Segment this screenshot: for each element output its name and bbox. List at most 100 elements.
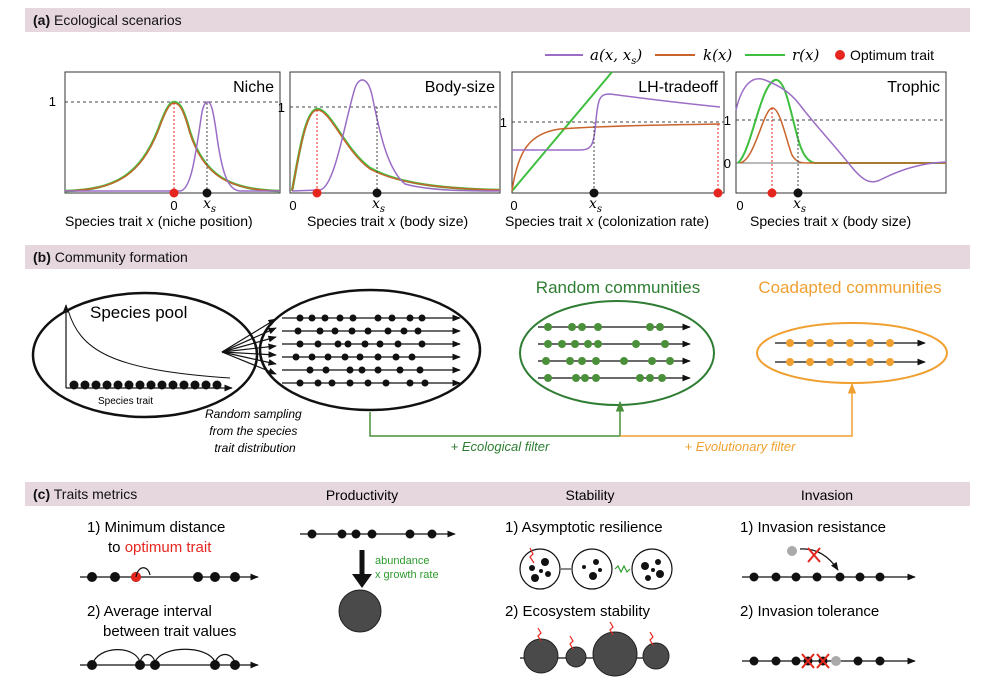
stability-biomass-4 (642, 642, 670, 670)
panel-lh-tradeoff-xtick0: 0 (510, 198, 517, 213)
trait-dot (110, 572, 120, 582)
sampled-species-dot (358, 366, 366, 374)
resident-dot (749, 572, 759, 582)
species-dot (91, 380, 101, 390)
panel-niche-ytick: 1 (49, 94, 56, 109)
random-species-dot (571, 340, 579, 348)
panel-niche-xs-label: xs (203, 196, 216, 215)
random-species-dot (661, 340, 669, 348)
panel-lh-tradeoff-ytick: 1 (500, 115, 507, 130)
resilience-circle-2 (571, 548, 613, 590)
trait-dot (337, 529, 347, 539)
panel-lh-tradeoff-r-curve (511, 71, 613, 192)
species-dot (201, 380, 211, 390)
community-formation: Species pool Species trait Random sampli… (31, 278, 948, 455)
species-dot (212, 380, 222, 390)
random-species-dot (572, 374, 580, 382)
sampled-species-dot (406, 379, 414, 387)
sampling-arrow (221, 351, 277, 358)
stability-biomass-3 (592, 631, 638, 677)
panel-trophic-ytick0: 0 (724, 156, 731, 171)
ecological-filter-line (369, 400, 625, 437)
trait-dot (230, 572, 240, 582)
sampled-species-dot (364, 327, 372, 335)
random-species-dot (592, 357, 600, 365)
sampled-species-dot (349, 314, 357, 322)
invasion-item2: 2) Invasion tolerance (740, 603, 879, 620)
species-dot (168, 380, 178, 390)
panel-niche-xtick0: 0 (170, 198, 177, 213)
random-species-dot (646, 374, 654, 382)
coadapted-species-dot (806, 358, 814, 366)
random-species-dot (594, 340, 602, 348)
species-dot (113, 380, 123, 390)
invasion-title: Invasion (801, 487, 853, 503)
resident-dot (812, 572, 822, 582)
sampled-species-dot (344, 340, 352, 348)
sampled-species-dot (334, 340, 342, 348)
coadapted-communities-title: Coadapted communities (758, 278, 941, 297)
random-communities-title: Random communities (536, 278, 700, 297)
random-species-dot (581, 374, 589, 382)
species-dot (124, 380, 134, 390)
traits-metrics: Productivity Stability Invasion 1) Minim… (80, 487, 916, 677)
coadapted-communities (775, 339, 926, 366)
resident-dot (835, 572, 845, 582)
coadapted-species-dot (786, 358, 794, 366)
resident-dot (853, 656, 863, 666)
resident-dot (749, 656, 759, 666)
coadapted-species-dot (866, 358, 874, 366)
sampling-arrow (221, 327, 277, 353)
resilience-perturbation-icon (529, 547, 535, 564)
sampled-species-dot (384, 327, 392, 335)
resident-dot (875, 572, 885, 582)
sampled-species-dot (308, 353, 316, 361)
random-communities-ellipse (519, 300, 715, 406)
panel-lh-tradeoff-a-curve (512, 93, 721, 151)
panel-niche-r-curve (64, 100, 281, 193)
avg-interval-arcs (91, 648, 236, 666)
panel-lh-tradeoff-xs-label: xs (589, 196, 602, 215)
random-communities (538, 323, 691, 382)
panel-body-size-k-curve (291, 109, 501, 192)
panel-niche-a-curve (65, 101, 280, 192)
sampled-species-dot (348, 327, 356, 335)
trait-dot (427, 529, 437, 539)
sampled-species-dot (382, 379, 390, 387)
resident-dot (855, 572, 865, 582)
species-pool-title: Species pool (90, 303, 187, 322)
sampled-species-dot (306, 366, 314, 374)
sampled-species-dot (418, 340, 426, 348)
random-species-dot (558, 340, 566, 348)
sampled-species-dot (374, 314, 382, 322)
stability-title: Stability (565, 487, 614, 503)
panel-body-size-xtick0: 0 (289, 198, 296, 213)
panel-niche-title: Niche (233, 79, 274, 96)
panel-trophic-ytick1: 1 (724, 113, 731, 128)
panel-trophic-opt-marker (767, 188, 777, 198)
random-species-dot (658, 374, 666, 382)
trait-dot (367, 529, 377, 539)
random-species-dot (636, 374, 644, 382)
random-species-dot (594, 323, 602, 331)
species-pool-dots (69, 380, 222, 390)
trait-dot (307, 529, 317, 539)
coadapted-species-dot (886, 339, 894, 347)
sampled-species-dot (292, 353, 300, 361)
panel-body-size-frame (289, 71, 501, 194)
random-species-dot (620, 357, 628, 365)
min-distance-line1: 1) Minimum distance (87, 519, 225, 536)
section-c-title: Traits metrics (53, 486, 138, 502)
panel-niche-k-curve (64, 102, 281, 192)
sampled-species-dot (361, 340, 369, 348)
species-dot (80, 380, 90, 390)
panel-lh-tradeoff-k-curve (511, 123, 721, 192)
sampled-species-dot (346, 366, 354, 374)
stability-perturbation-icons (537, 621, 654, 650)
sampled-species-dot (388, 314, 396, 322)
coadapted-species-dot (886, 358, 894, 366)
invader-dot-2 (831, 656, 841, 666)
sampled-communities-ellipse (258, 288, 482, 412)
sampled-species-dot (331, 327, 339, 335)
